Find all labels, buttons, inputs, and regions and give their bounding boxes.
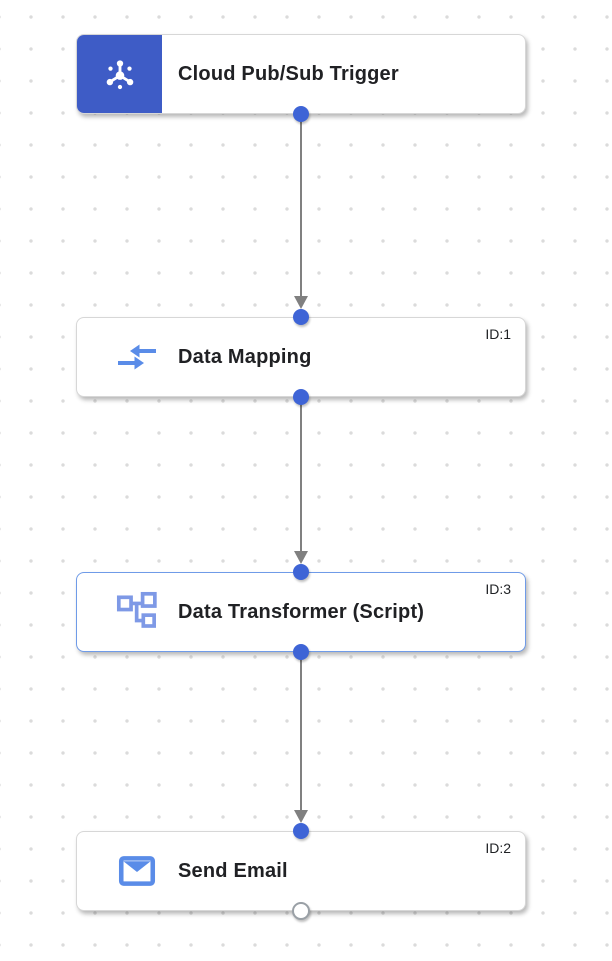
- node-cloud-pubsub-trigger[interactable]: Cloud Pub/Sub Trigger: [76, 34, 526, 114]
- data-transformer-icon: [115, 590, 159, 634]
- data-mapping-icon: [115, 335, 159, 379]
- connector-port-data-transformer-out[interactable]: [293, 644, 309, 660]
- node-data-transformer-script[interactable]: ID:3 Data Transformer (Script): [76, 572, 526, 652]
- node-title: Cloud Pub/Sub Trigger: [178, 62, 399, 85]
- connector-port-send-email-in[interactable]: [293, 823, 309, 839]
- trigger-icon-box: [77, 35, 162, 113]
- node-id-badge: ID:1: [485, 326, 511, 342]
- node-title: Send Email: [178, 859, 288, 882]
- node-id-badge: ID:3: [485, 581, 511, 597]
- node-data-mapping[interactable]: ID:1 Data Mapping: [76, 317, 526, 397]
- node-send-email[interactable]: ID:2 Send Email: [76, 831, 526, 911]
- edge-data-mapping-to-data-transformer[interactable]: [294, 397, 308, 564]
- edge-trigger-to-data-mapping[interactable]: [294, 114, 308, 309]
- connector-port-trigger-out[interactable]: [293, 106, 309, 122]
- pubsub-trigger-icon: [101, 55, 139, 93]
- node-title: Data Transformer (Script): [178, 600, 425, 623]
- edge-data-transformer-to-send-email[interactable]: [294, 652, 308, 823]
- connector-port-data-mapping-out[interactable]: [293, 389, 309, 405]
- send-email-icon: [115, 849, 159, 893]
- connector-port-data-mapping-in[interactable]: [293, 309, 309, 325]
- add-connection-port-send-email-out[interactable]: [292, 902, 310, 920]
- node-title: Data Mapping: [178, 345, 312, 368]
- connector-port-data-transformer-in[interactable]: [293, 564, 309, 580]
- node-id-badge: ID:2: [485, 840, 511, 856]
